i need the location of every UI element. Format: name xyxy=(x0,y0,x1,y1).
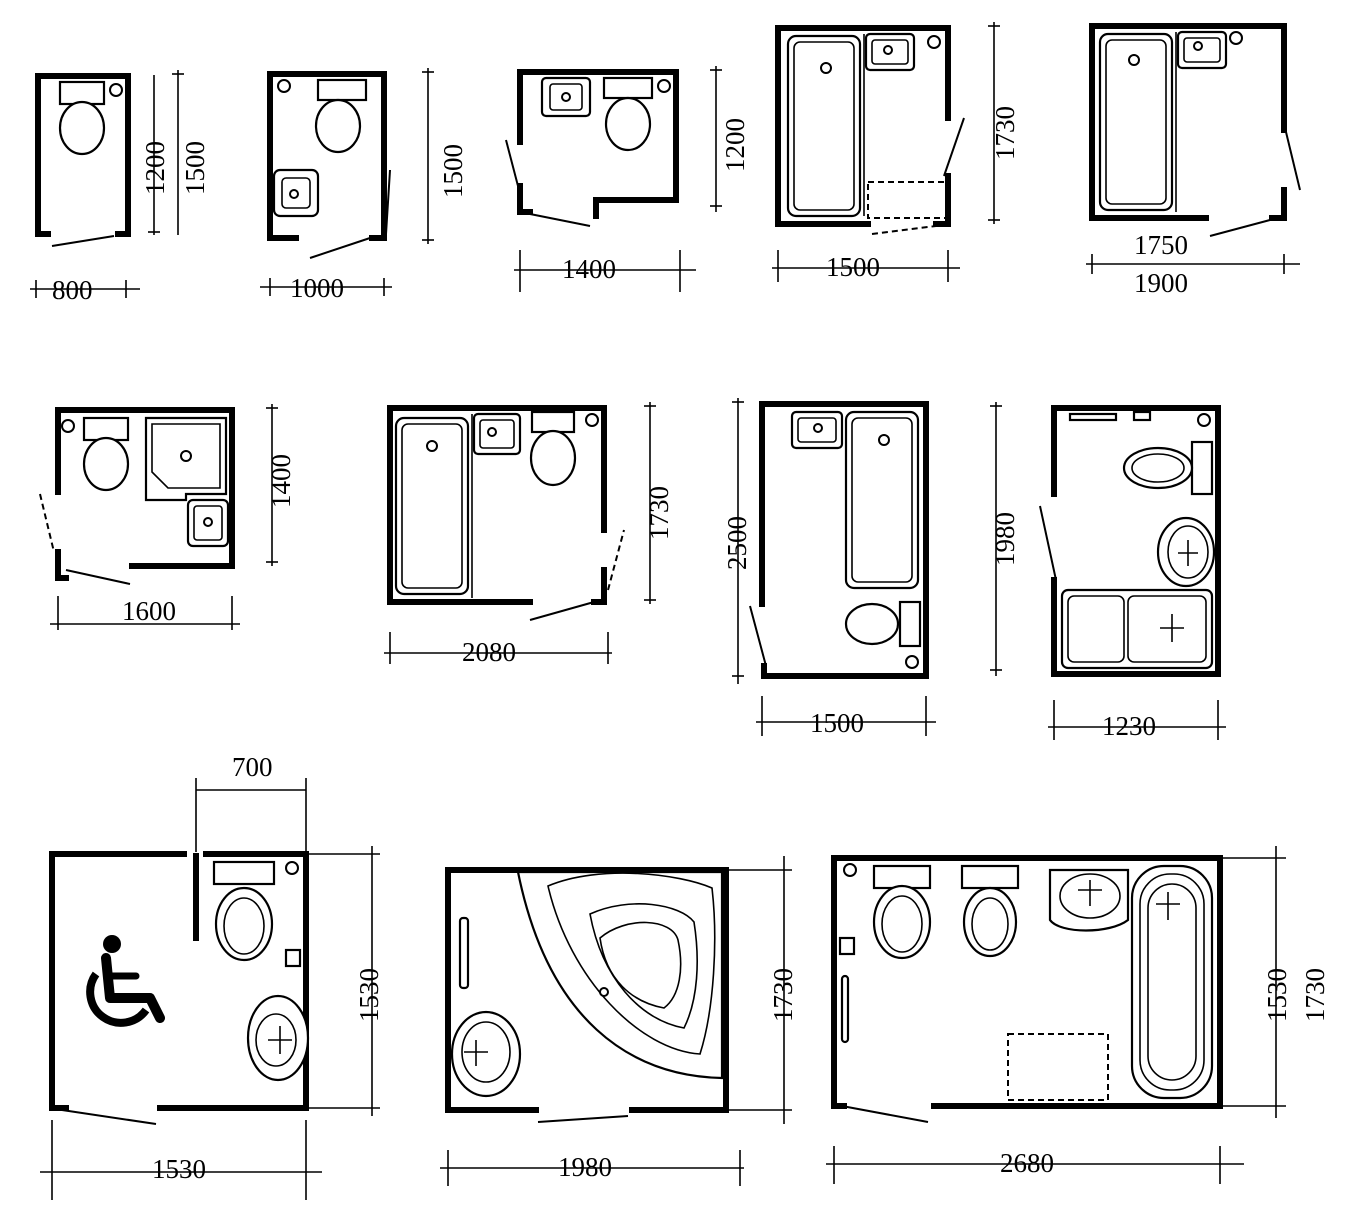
dim-depth: 1530 xyxy=(354,968,384,1022)
toilet xyxy=(529,429,577,487)
toilet-tank xyxy=(82,416,130,442)
dim-toilet-space: 700 xyxy=(232,752,273,782)
floor-drain xyxy=(927,35,941,49)
washing-machine-space xyxy=(1007,1033,1109,1101)
washbasin xyxy=(1176,30,1228,70)
corner-bathtub xyxy=(516,870,724,1080)
dim-width: 2080 xyxy=(462,637,516,667)
door-swing xyxy=(749,605,767,667)
dim-width: 1500 xyxy=(826,252,880,282)
dim-width: 1980 xyxy=(558,1152,612,1182)
washbasin xyxy=(246,994,310,1082)
bidet-tank xyxy=(960,864,1020,890)
toilet-tank xyxy=(898,600,922,648)
toilet xyxy=(82,436,130,492)
floor-drain xyxy=(109,83,123,97)
door-swing xyxy=(943,117,965,177)
bathtub xyxy=(1130,864,1214,1100)
wheelchair-icon xyxy=(86,935,165,1027)
toilet-tank xyxy=(316,78,368,102)
bathtub xyxy=(786,34,862,218)
toilet xyxy=(604,96,652,152)
door-swing xyxy=(309,235,377,259)
washbasin xyxy=(450,1010,522,1098)
toilet xyxy=(844,602,900,646)
washbasin xyxy=(1048,868,1130,932)
floor-drain xyxy=(657,79,671,93)
plan-1600x1400: 1600 1400 xyxy=(39,404,296,630)
dim-depth-inner: 1200 xyxy=(140,141,170,195)
plan-2080x1730: 2080 1730 xyxy=(384,402,674,667)
bathtub-shower xyxy=(1060,588,1214,670)
radiator xyxy=(1068,412,1118,422)
washbasin xyxy=(472,412,522,456)
dim-width: 1000 xyxy=(290,273,344,303)
dim-depth: 1400 xyxy=(266,454,296,508)
dim-outer-width: 1900 xyxy=(1134,268,1188,298)
door-swing xyxy=(537,1115,629,1123)
toilet-tank xyxy=(872,864,932,890)
plan-2680x1730: 2680 1530 1730 xyxy=(826,846,1330,1184)
floor-drain xyxy=(61,419,75,433)
door-swing xyxy=(1285,131,1301,191)
floor-drain xyxy=(905,655,919,669)
toilet-tank xyxy=(602,76,654,100)
plan-1230x1980: 1230 1980 xyxy=(990,402,1226,741)
door-swing xyxy=(841,1105,929,1123)
washing-machine-space xyxy=(867,181,947,219)
plan-1980x1730: 1980 1730 xyxy=(440,856,798,1186)
door-swing xyxy=(529,213,591,227)
plan-1500x1730: 1500 1730 xyxy=(772,22,1020,282)
dim-width: 800 xyxy=(52,275,93,305)
toilet-tank xyxy=(212,860,276,886)
dim-depth: 1730 xyxy=(644,486,674,540)
toilet-tank xyxy=(530,410,576,434)
floor-drain xyxy=(843,863,857,877)
floor-drain xyxy=(585,413,599,427)
dim-width: 2680 xyxy=(1000,1148,1054,1178)
dim-width: 1230 xyxy=(1102,711,1156,741)
plan-1000x1500: 1000 1500 xyxy=(260,68,468,303)
floor-drain xyxy=(1197,413,1211,427)
bathtub xyxy=(394,416,470,596)
door-swing xyxy=(61,1109,157,1125)
grab-bar xyxy=(840,974,850,1044)
plan-1400x1200: 1400 1200 xyxy=(505,66,750,292)
plan-800x1200: 800 1200 1500 xyxy=(30,70,210,305)
toilet-tank xyxy=(58,80,106,106)
washbasin xyxy=(1156,516,1216,588)
toilet xyxy=(58,100,106,156)
bathtub xyxy=(1098,32,1174,212)
dim-depth: 2500 xyxy=(722,516,752,570)
floor-drain xyxy=(277,79,291,93)
dim-depth-outer: 1500 xyxy=(180,141,210,195)
door-swing xyxy=(1039,505,1057,581)
dim-outer-depth: 1730 xyxy=(1300,968,1330,1022)
toilet xyxy=(314,98,362,154)
plan-1750x1900: 1750 1900 xyxy=(1086,23,1301,298)
door-swing xyxy=(529,601,595,621)
dim-width: 1530 xyxy=(152,1154,206,1184)
plan-1500x2500: 1500 2500 xyxy=(722,398,936,738)
door-swing xyxy=(65,569,131,585)
dim-depth: 1500 xyxy=(438,144,468,198)
toilet-tank xyxy=(1190,440,1214,496)
dim-width: 1500 xyxy=(810,708,864,738)
floor-drain xyxy=(1229,31,1243,45)
floor-drain xyxy=(285,861,299,875)
dim-depth: 1200 xyxy=(720,118,750,172)
dim-depth: 1730 xyxy=(990,106,1020,160)
bathtub xyxy=(844,410,920,590)
dim-width: 1400 xyxy=(562,254,616,284)
dim-depth: 1730 xyxy=(768,968,798,1022)
dim-depth: 1980 xyxy=(990,512,1020,566)
dim-inner-width: 1750 xyxy=(1134,230,1188,260)
door-swing xyxy=(51,235,115,247)
grab-bar xyxy=(458,916,470,990)
dim-width: 1600 xyxy=(122,596,176,626)
plan-accessible-1530x1530: 700 1530 1530 xyxy=(40,752,384,1200)
dim-inner-depth: 1530 xyxy=(1262,968,1292,1022)
